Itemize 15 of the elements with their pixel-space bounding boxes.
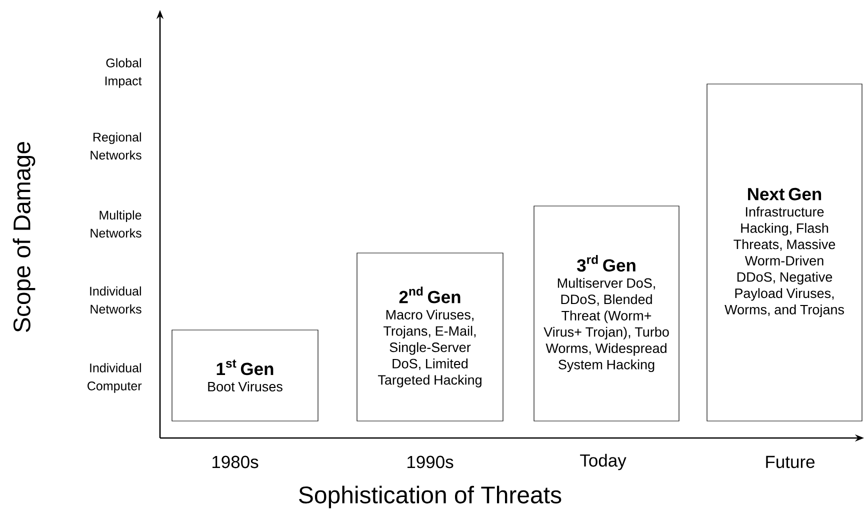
era-label: 1980s <box>212 456 258 468</box>
generation-box: $\textbf{Next Gen}$ Infrastructure Hacking, Flash Threats, Massive Worm-Driven DDoS, Negative Payload Viruses, Worms, and Trojans <box>706 84 862 422</box>
level-label: Individual Networks <box>90 286 142 314</box>
level-label: Individual Computer <box>88 363 142 393</box>
era-label: Future <box>766 456 815 468</box>
level-label: Global Impact <box>105 58 142 88</box>
era-label: Today <box>580 454 626 470</box>
era-label: 1990s <box>408 456 454 468</box>
level-label: Regional Networks <box>90 132 142 160</box>
axis-title: Sophistication of Threats <box>299 486 562 508</box>
level-label: Multiple Networks <box>90 210 142 238</box>
generation-box: $\textbf{3}^{\textbf{rd}}\textbf{ Gen}$ Multiserver DoS, DDoS, Blended Threat (Worm+ Virus+ Trojan), Turbo Worms, Widespread System Hacking <box>534 206 680 422</box>
generation-box: $\textbf{1}^{\textbf{st}}\textbf{ Gen}$ Boot Viruses <box>172 330 318 422</box>
generation-box: $\textbf{2}^{\textbf{nd}}\textbf{ Gen}$ Macro Viruses, Trojans, E-Mail, Single-Server DoS, Limited Targeted Hacking <box>356 252 504 422</box>
axis-title: Scope of Damage <box>12 142 36 332</box>
